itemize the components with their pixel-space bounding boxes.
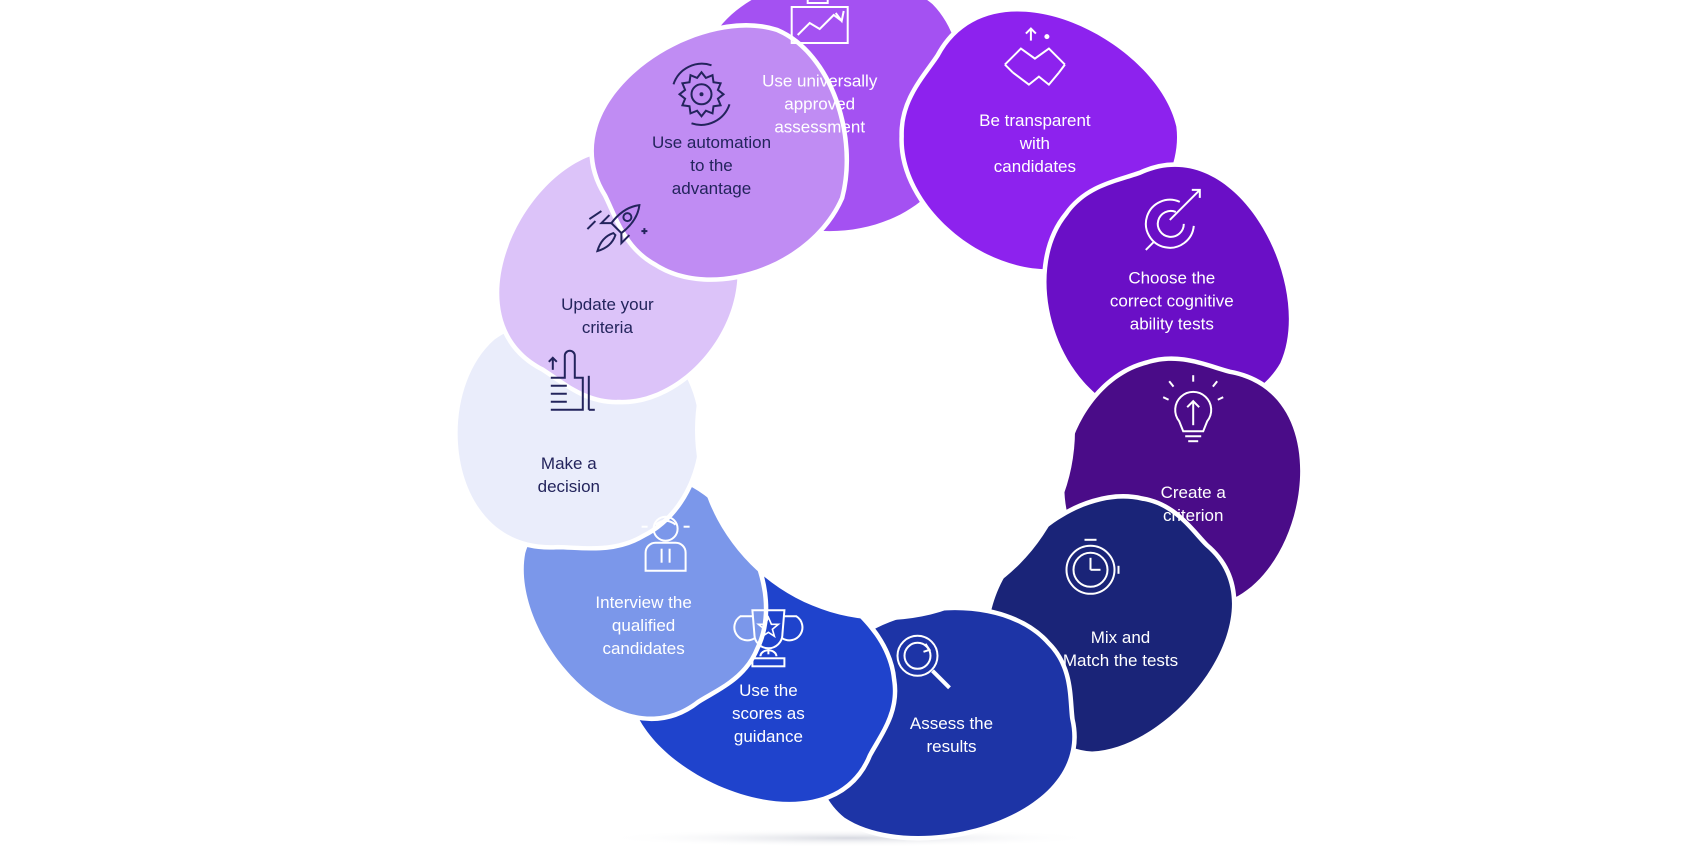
thumbs-up-icon: [548, 349, 595, 411]
segment-label-line: Use automation: [652, 133, 771, 152]
segment-label-line: candidates: [994, 157, 1076, 176]
segment-label-line: Assess the: [910, 714, 993, 733]
segment-content-use-universally-approved-assessment: Use universally approved assessment: [762, 0, 878, 136]
segment-label-line: to the: [690, 156, 733, 175]
handshake-icon: [1004, 27, 1066, 86]
target-icon: [1144, 188, 1201, 251]
segment-content-assess-the-results: Assess the results: [896, 634, 993, 756]
segment-label-line: Mix and: [1091, 628, 1151, 647]
segment-label-line: decision: [538, 477, 600, 496]
stopwatch-icon: [1065, 538, 1120, 595]
segment-label-line: Be transparent: [979, 111, 1091, 130]
segment-label-line: Use the: [739, 681, 798, 700]
segment-content-make-a-decision: Make a decision: [538, 349, 600, 496]
segment-label-line: Interview the: [595, 593, 691, 612]
segment-content-interview-the-qualified-candidates: Interview the qualified candidates: [595, 515, 692, 658]
segment-label-line: candidates: [602, 639, 684, 658]
segment-label-line: Choose the: [1128, 268, 1215, 287]
lightbulb-icon: [1162, 375, 1224, 443]
segment-label-line: approved: [784, 94, 855, 113]
segment-label-line: advantage: [672, 179, 751, 198]
trophy-icon: [733, 609, 804, 668]
segment-content-be-transparent-with-candidates: Be transparent with candidates: [979, 27, 1091, 176]
segment-label-line: scores as: [732, 704, 805, 723]
segment-label-line: Use universally: [762, 71, 878, 90]
segment-use-automation-to-the-advantage: [589, 23, 850, 282]
ring-floor-shadow: [600, 829, 1100, 847]
segment-label-line: Make a: [541, 454, 597, 473]
segment-contents: Use universally approved assessment Be tran…: [538, 0, 1234, 756]
segment-label-line: with: [1019, 134, 1050, 153]
segment-label-line: correct cognitive: [1110, 291, 1234, 310]
segment-label-line: ability tests: [1130, 314, 1214, 333]
ring-center: [695, 240, 1075, 620]
segment-content-choose-the-correct-cognitive-ability-tests: Choose the correct cognitive ability tests: [1110, 188, 1234, 333]
segment-content-create-a-criterion: Create a criterion: [1161, 375, 1227, 525]
gear-icon: [672, 62, 731, 126]
segment-content-update-your-criteria: Update your criteria: [561, 203, 654, 337]
segment-content-use-automation-to-the-advantage: Use automation to the advantage: [652, 62, 771, 198]
segment-label-line: Update your: [561, 295, 654, 314]
segment-label-line: assessment: [774, 117, 865, 136]
segment-content-use-the-scores-as-guidance: Use the scores as guidance: [732, 609, 805, 746]
segment-label-line: criteria: [582, 318, 634, 337]
investment-chart-icon: [790, 0, 849, 44]
segment-label-line: Match the tests: [1063, 651, 1178, 670]
segment-label-line: guidance: [734, 727, 803, 746]
person-icon: [641, 515, 690, 572]
segment-label-line: criterion: [1163, 506, 1223, 525]
segment-label-line: results: [926, 737, 976, 756]
ring-segments: [453, 0, 1305, 841]
rocket-icon: [586, 203, 648, 253]
segment-label-line: qualified: [612, 616, 675, 635]
segment-label-line: Create a: [1161, 483, 1227, 502]
magnifier-icon: [896, 634, 951, 690]
